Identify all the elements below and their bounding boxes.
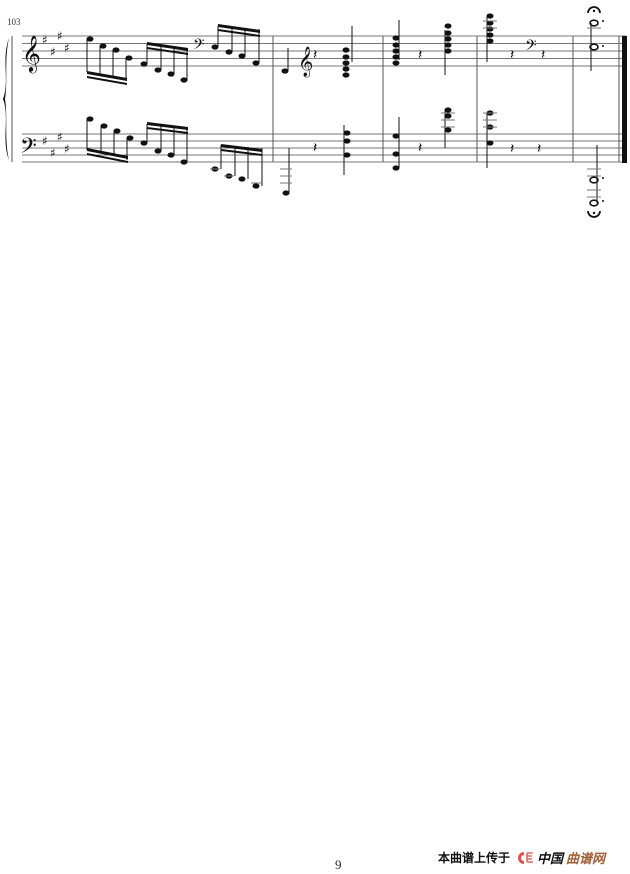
svg-text:𝄽: 𝄽 <box>418 47 422 63</box>
svg-text:♯: ♯ <box>42 33 48 47</box>
svg-text:𝄽: 𝄽 <box>313 140 317 156</box>
svg-text:♯: ♯ <box>50 45 56 59</box>
svg-text:♯: ♯ <box>42 134 48 148</box>
svg-text:𝄞: 𝄞 <box>298 46 313 78</box>
measure-number: 103 <box>7 17 21 27</box>
logo-text-primary: 中国 <box>537 852 564 867</box>
svg-text:𝄽: 𝄽 <box>541 47 545 63</box>
svg-text:♯: ♯ <box>64 142 70 156</box>
svg-text:♯: ♯ <box>64 41 70 55</box>
svg-text:♯: ♯ <box>57 130 63 144</box>
logo-text-accent: 曲谱网 <box>566 852 606 867</box>
page-number: 9 <box>335 857 342 872</box>
svg-text:𝄽: 𝄽 <box>537 141 541 157</box>
svg-text:𝄽: 𝄽 <box>510 141 514 157</box>
svg-text:𝄢: 𝄢 <box>193 36 205 57</box>
logo-mark-icon <box>516 851 534 865</box>
svg-text:♯: ♯ <box>50 146 56 160</box>
site-logo[interactable]: 中国曲谱网 <box>516 848 605 867</box>
svg-text:𝄽: 𝄽 <box>418 140 422 156</box>
bass-clef: 𝄢 <box>20 134 37 164</box>
svg-text:𝄢: 𝄢 <box>525 37 537 58</box>
music-score: 𝄞 𝄢 ♯♯♯♯ ♯♯♯♯ 𝄢 <box>3 6 627 218</box>
credit-text: 本曲谱上传于 <box>438 851 511 865</box>
treble-clef: 𝄞 <box>22 34 41 73</box>
svg-text:𝄽: 𝄽 <box>510 47 514 63</box>
svg-text:𝄽: 𝄽 <box>313 47 317 63</box>
svg-text:♯: ♯ <box>57 29 63 43</box>
upload-credit: 本曲谱上传于 中国曲谱网 <box>438 848 605 867</box>
